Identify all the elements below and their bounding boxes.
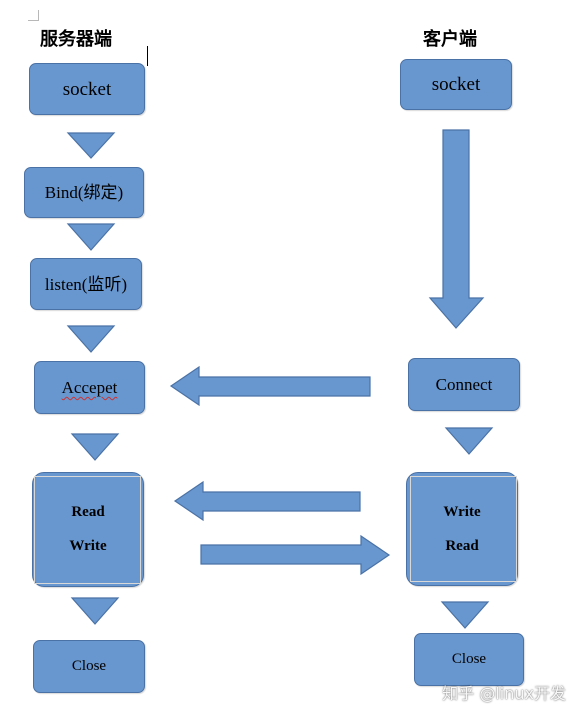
arrow-client-socket-to-connect [428,129,485,329]
arrow-listen-to-accept [66,325,116,353]
arrow-client-to-server-data [173,480,361,522]
server-read-label: Read [71,504,105,520]
page-corner-mark [28,10,39,21]
watermark: 知乎 @linux开发 [442,684,566,703]
server-readwrite-box: Read Write [32,472,144,587]
client-close-box: Close [414,633,524,686]
client-title: 客户端 [423,29,477,50]
server-bind-box: Bind(绑定) [24,167,144,218]
server-listen-label: listen(监听) [44,274,128,294]
client-close-label: Close [451,651,487,667]
arrow-connect-to-writeread [444,427,494,455]
server-title: 服务器端 [40,29,112,50]
client-writeread-box: Write Read [406,472,518,586]
server-socket-box: socket [29,63,145,115]
client-read-label: Read [445,537,479,554]
server-close-box: Close [33,640,145,693]
client-connect-box: Connect [408,358,520,411]
arrow-writeread-to-close [440,601,490,629]
server-accept-label: Accepet [61,378,118,397]
server-listen-box: listen(监听) [30,258,142,310]
server-close-label: Close [71,658,107,674]
server-write-label: Write [69,538,107,554]
server-accept-box: Accepet [34,361,145,414]
client-socket-label: socket [431,74,481,95]
client-connect-label: Connect [435,375,493,394]
arrow-readwrite-to-close [70,597,120,625]
arrow-socket-to-bind [66,132,116,159]
client-socket-box: socket [400,59,512,110]
arrow-bind-to-listen [66,223,116,251]
arrow-connect-to-accept [169,365,371,407]
server-bind-label: Bind(绑定) [44,183,124,202]
arrow-server-to-client-data [200,534,391,576]
client-write-label: Write [443,503,481,520]
server-socket-label: socket [62,78,112,100]
text-cursor [147,46,148,66]
arrow-accept-to-readwrite [70,433,120,461]
